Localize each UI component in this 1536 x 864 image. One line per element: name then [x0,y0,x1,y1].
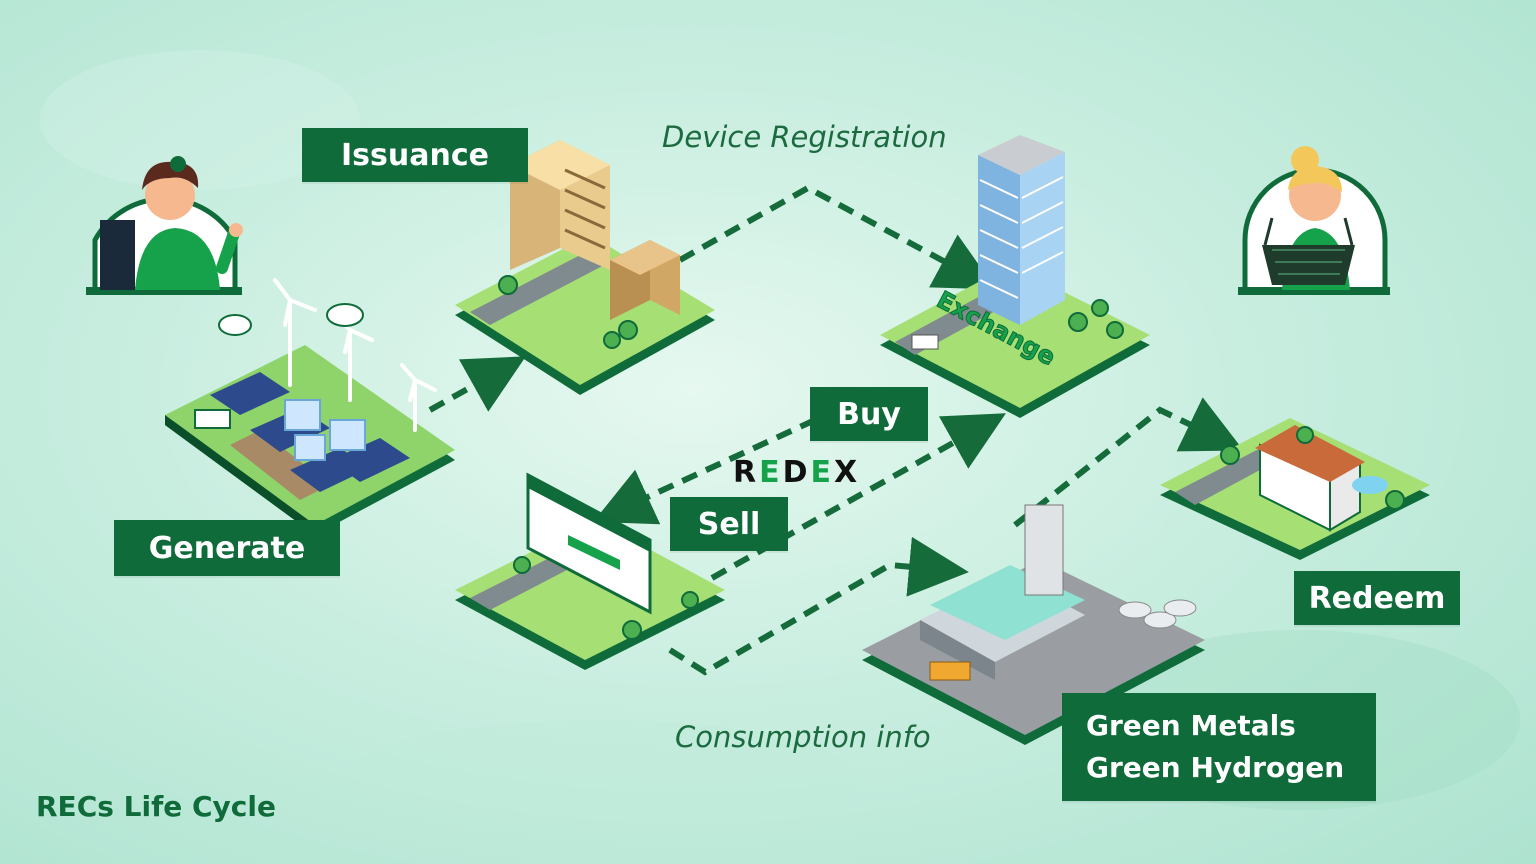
house-tile [1160,418,1430,560]
logo-letter-x: X [834,455,860,490]
consumer-avatar [1238,146,1390,295]
consumption-info-caption: Consumption info [675,720,931,754]
green-hydrogen-text: Green Hydrogen [1086,751,1345,784]
arrow-generate-to-issuance [428,356,526,413]
logo-letter-d: D [783,455,811,490]
logo-letter-e2: E [811,455,835,490]
arrow-exchange-to-certificate [593,417,817,525]
logo-letter-r: R [733,455,759,490]
factory-tile [862,504,1205,745]
buy-label: Buy [810,387,928,441]
generation-tile [165,278,455,535]
logo-letter-e1: E [759,455,783,490]
green-metals-text: Green Metals [1086,709,1296,742]
certificate-tile [455,472,725,670]
device-registration-caption: Device Registration [662,120,947,154]
flow-arrows [428,184,1244,676]
arrow-certificate-to-exchange [710,413,1006,581]
producer-avatar [86,156,243,295]
redeem-label: Redeem [1294,571,1460,625]
arrow-issuance-to-exchange [678,184,997,290]
arrow-to-redeem [1013,397,1244,528]
exchange-tile: Exchange [880,135,1150,418]
sell-label: Sell [670,497,788,551]
redex-logo: REDEX [733,455,860,490]
issuance-label: Issuance [302,128,528,182]
page-title: RECs Life Cycle [36,790,276,823]
green-metals-hydrogen-label: Green Metals Green Hydrogen [1062,693,1376,801]
generate-label: Generate [114,520,340,576]
